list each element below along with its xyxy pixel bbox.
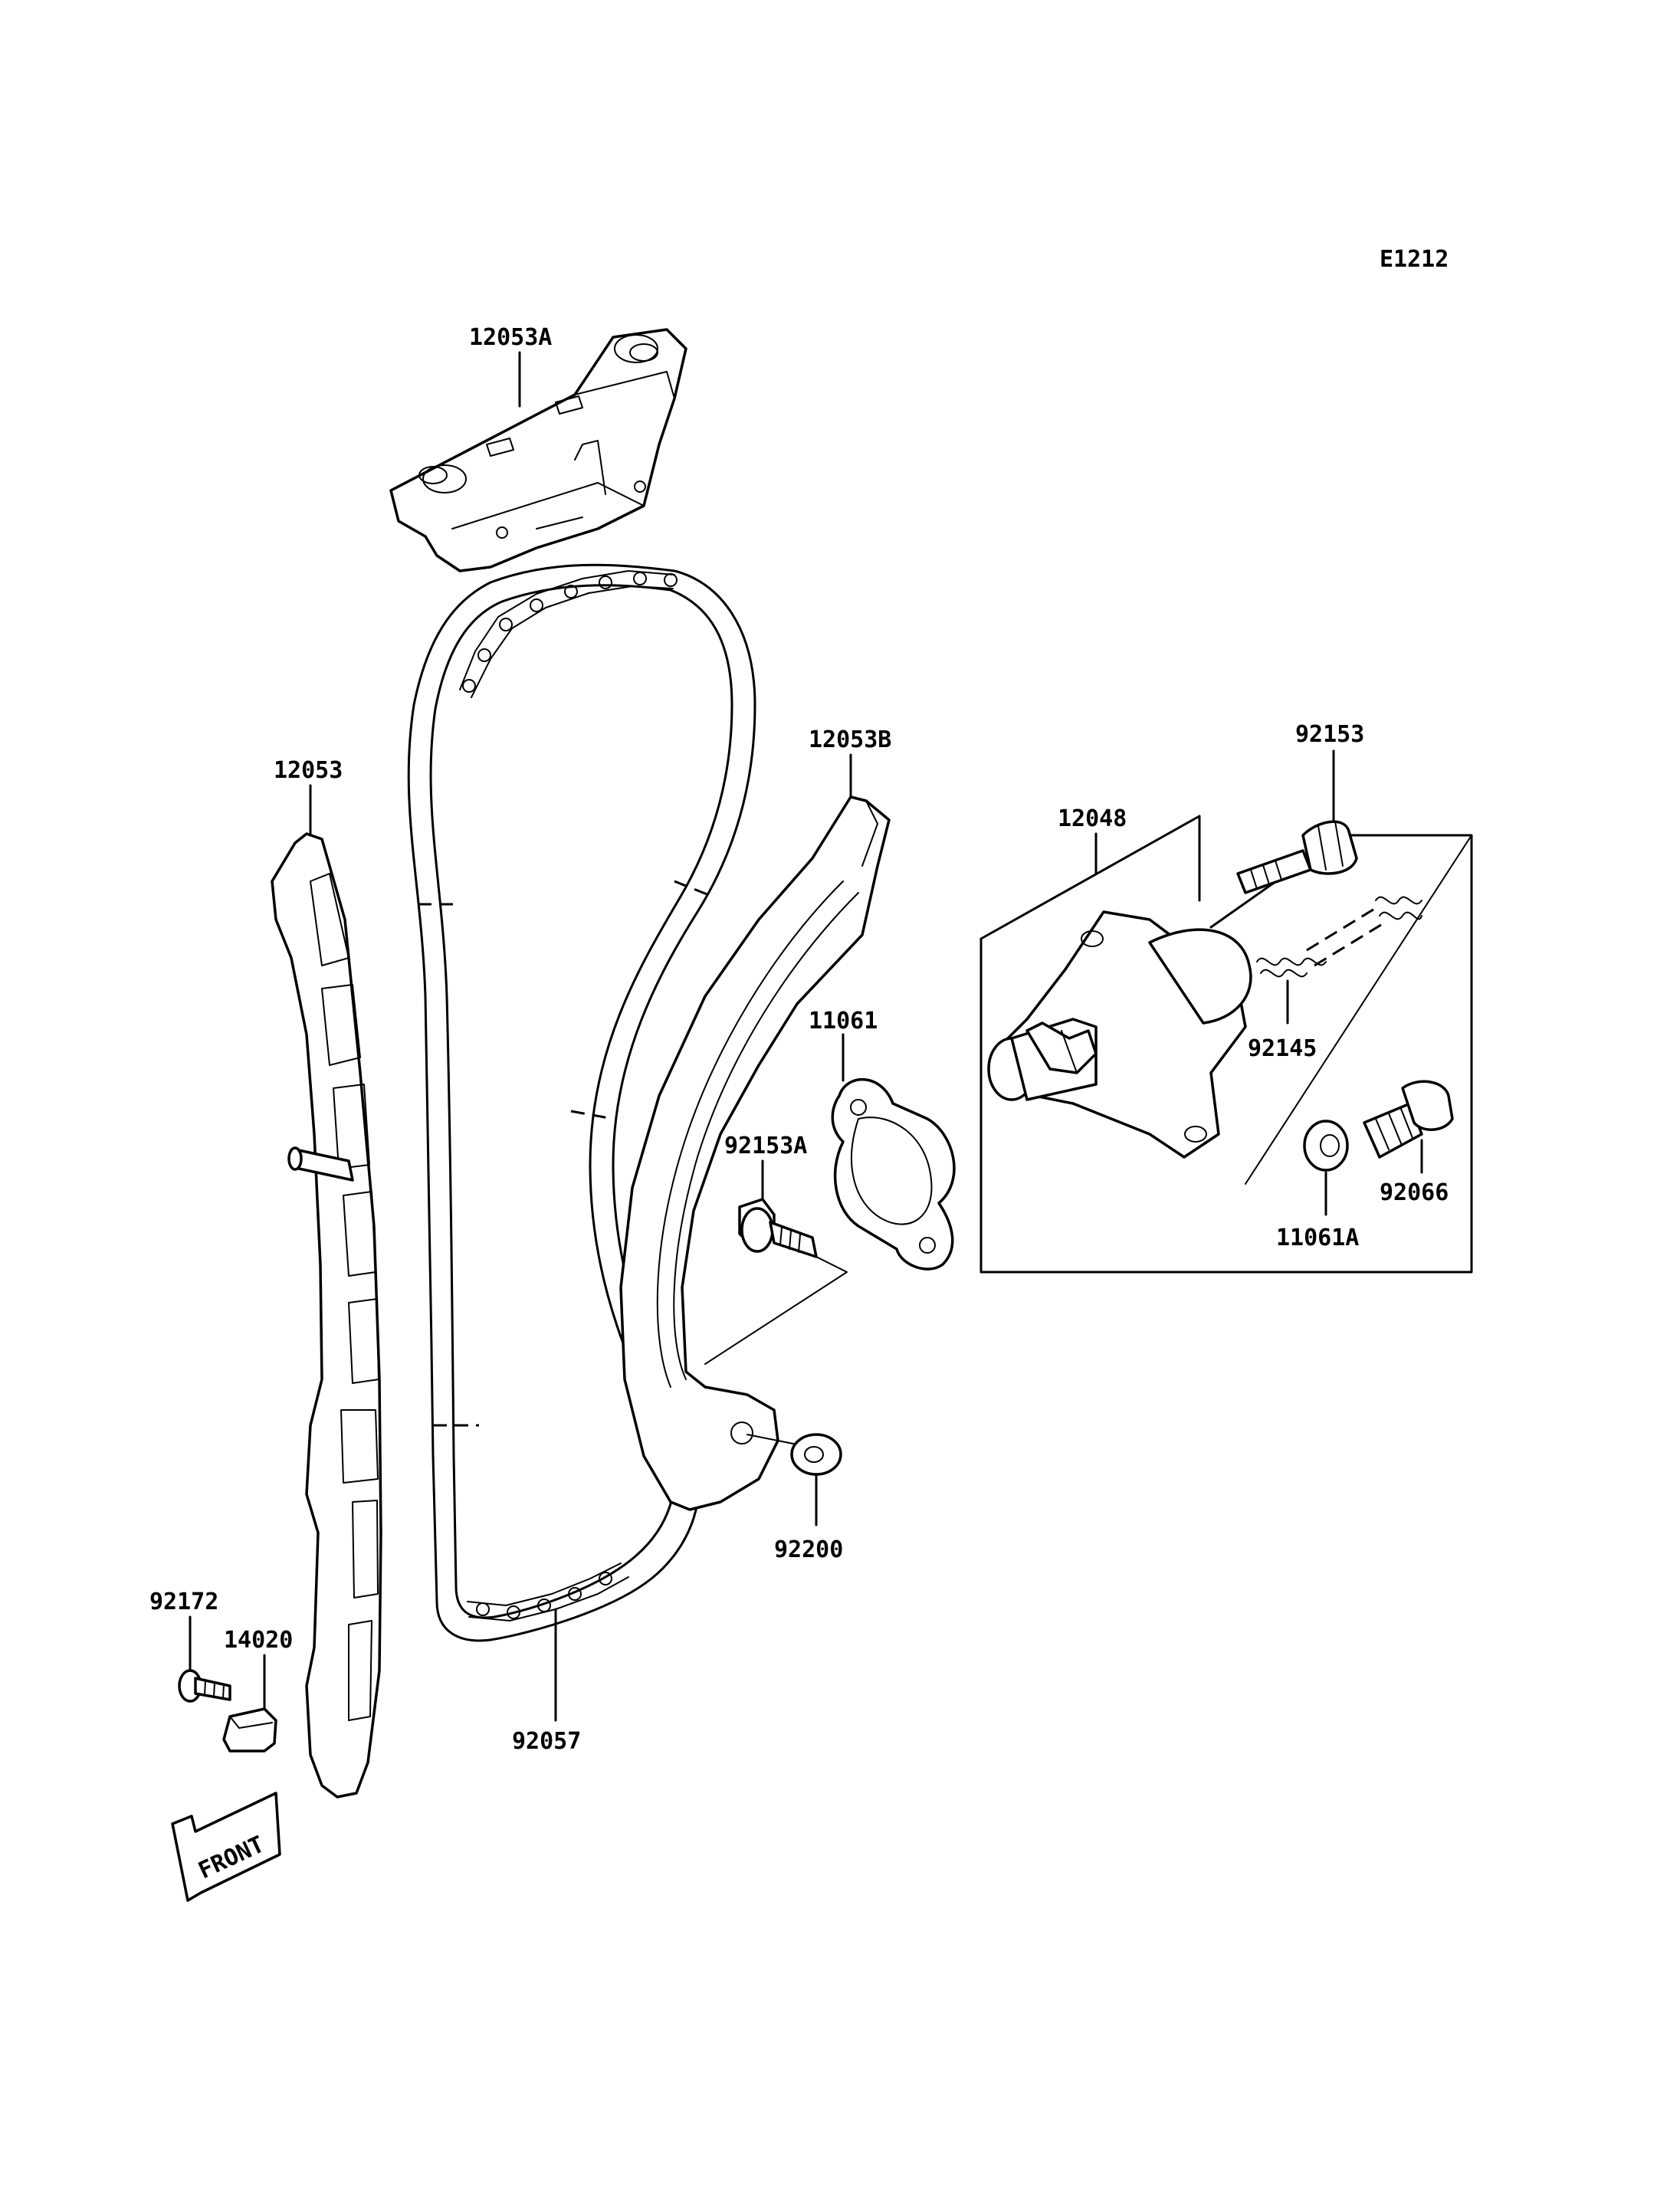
label-92145: 92145 [1248,1035,1317,1062]
label-11061A: 11061A [1276,1225,1359,1251]
bolt-92153A-drawing [704,1198,848,1365]
label-11061: 11061 [809,1008,878,1035]
gasket-11061-drawing [831,1077,956,1271]
label-92057: 92057 [512,1728,581,1755]
label-12053A: 12053A [469,324,552,351]
label-12048: 12048 [1058,805,1127,832]
label-12053B: 12053B [809,726,891,753]
label-92066: 92066 [1380,1179,1449,1206]
cam-chain-drawing [407,563,756,1642]
label-92200: 92200 [774,1536,843,1563]
leader-lines [189,351,1423,1722]
chain-guide-left-drawing [271,832,382,1799]
label-92153: 92153 [1295,721,1364,748]
plate-14020-drawing [222,1707,277,1753]
front-arrow-icon: FRONT [171,1792,281,1902]
tensioner-box-drawing [979,815,1473,1274]
chain-guide-right-drawing [619,795,891,1511]
screw-92172-drawing [178,1669,231,1703]
diagram-code: E1212 [1380,246,1449,273]
chain-guide-top-drawing [389,328,687,572]
label-12053: 12053 [274,757,343,784]
label-92172: 92172 [149,1589,218,1615]
label-92153A: 92153A [724,1133,807,1159]
label-14020: 14020 [224,1627,293,1654]
